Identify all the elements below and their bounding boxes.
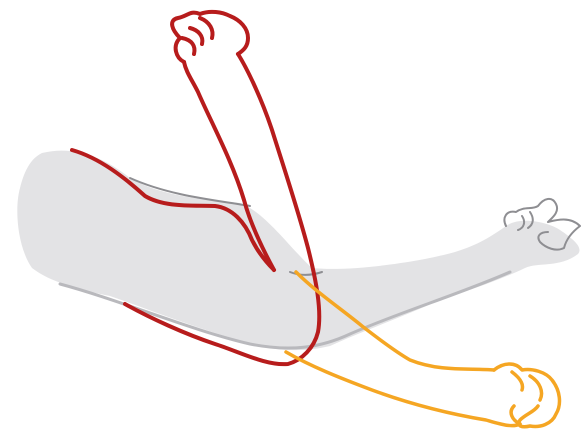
base-arm-silhouette	[17, 151, 579, 350]
lowered-arm-front-outline	[286, 352, 520, 426]
base-arm-position	[17, 151, 580, 350]
lowered-arm-hand-outline	[494, 364, 559, 427]
